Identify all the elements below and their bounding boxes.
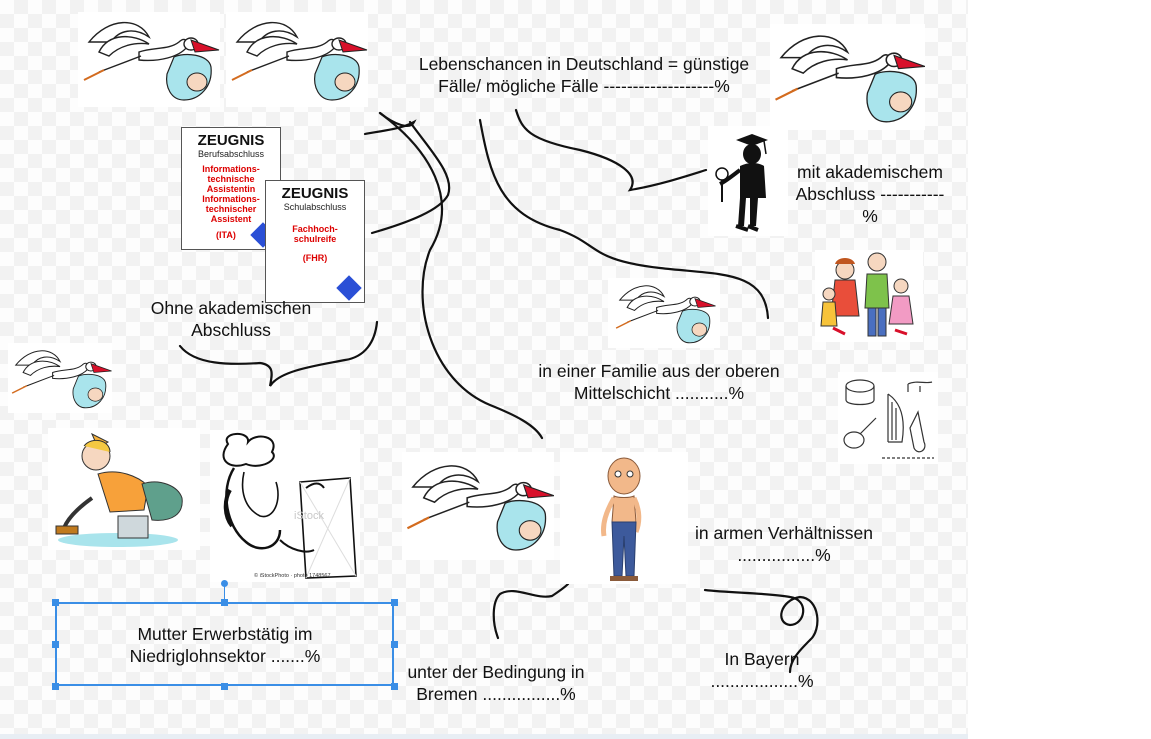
connector-line	[378, 111, 544, 440]
connector-line	[363, 111, 417, 136]
certificate-subtitle: Berufsabschluss	[197, 149, 265, 159]
resize-handle-e[interactable]	[391, 641, 398, 648]
stork-image	[770, 24, 925, 130]
image-credit-text: © iStockPhoto · photo 1748567	[254, 573, 331, 579]
seal-icon	[336, 275, 362, 301]
resize-handle-n[interactable]	[221, 599, 228, 606]
stork-image	[226, 12, 368, 107]
selection-frame[interactable]	[55, 602, 394, 686]
chances-label[interactable]: Lebenschancen in Deutschland = günstige …	[418, 54, 750, 96]
poor-label[interactable]: in armen Verhältnissen ................%	[694, 523, 874, 565]
stork-image	[78, 12, 220, 107]
certificate-title: ZEUGNIS	[281, 185, 349, 202]
resize-handle-s[interactable]	[221, 683, 228, 690]
cleaning-woman-image	[48, 428, 200, 550]
certificate-subtitle: Schulabschluss	[283, 202, 347, 212]
rotate-handle-stem	[224, 586, 225, 602]
certificate-title: ZEUGNIS	[197, 132, 265, 149]
no-academic-label[interactable]: Ohne akademischen Abschluss	[150, 298, 312, 340]
stork-image	[402, 452, 554, 560]
certificate-school: ZEUGNIS Schulabschluss Fachhoch- schulre…	[265, 180, 365, 303]
certificate-abbr: (FHR)	[302, 253, 328, 263]
resize-handle-nw[interactable]	[52, 599, 59, 606]
bayern-label[interactable]: In Bayern ..................%	[710, 649, 814, 691]
bremen-label[interactable]: unter der Bedingung in Bremen ..........…	[407, 662, 585, 704]
academic-label[interactable]: mit akademischem Abschluss ----------- %	[795, 162, 945, 226]
resize-handle-se[interactable]	[391, 683, 398, 690]
chef-woman-image: iStock © iStockPhoto · photo 1748567	[210, 430, 360, 582]
thin-man-image	[560, 452, 688, 584]
mindmap-canvas[interactable]: ZEUGNIS Berufsabschluss Informations- te…	[0, 0, 968, 739]
rotate-handle[interactable]	[221, 580, 228, 587]
bottom-scroll-strip	[0, 734, 968, 739]
resize-handle-ne[interactable]	[391, 599, 398, 606]
mother-label[interactable]: Mutter Erwerbstätig im Niedriglohnsektor…	[129, 624, 321, 666]
connector-line	[492, 582, 570, 640]
family-label[interactable]: in einer Familie aus der oberen Mittelsc…	[538, 361, 780, 403]
resize-handle-w[interactable]	[52, 641, 59, 648]
certificate-degree: Fachhoch- schulreife	[292, 224, 338, 244]
family-image	[815, 250, 923, 342]
resize-handle-sw[interactable]	[52, 683, 59, 690]
stork-image	[608, 278, 720, 348]
instruments-image	[838, 372, 938, 464]
certificate-abbr: (ITA)	[216, 230, 236, 240]
connector-line	[514, 108, 708, 192]
stork-image	[8, 343, 112, 413]
certificate-vocational: ZEUGNIS Berufsabschluss Informations- te…	[181, 127, 281, 250]
certificate-degree: Informations- technische Assistentin Inf…	[202, 164, 260, 224]
watermark-text: iStock	[294, 510, 324, 522]
connector-line	[370, 120, 451, 235]
graduate-figure-image	[708, 126, 788, 236]
